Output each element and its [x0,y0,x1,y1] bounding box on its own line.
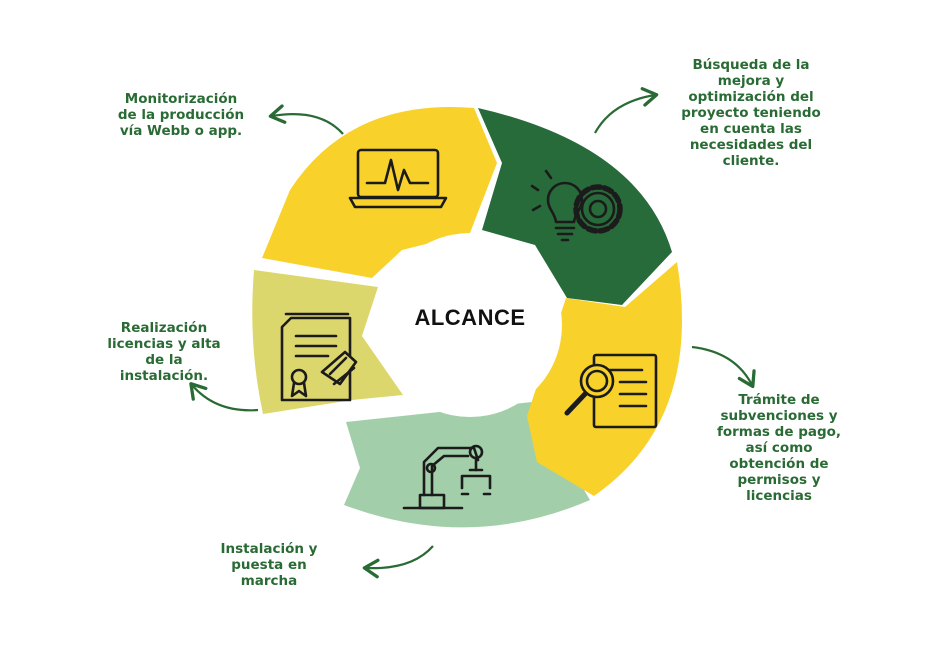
monitor-heartbeat-icon [348,148,448,209]
segment-licensing [252,270,403,414]
arrow-to-installation [362,545,434,579]
center-circle [378,233,562,417]
arrow-to-improvement [594,87,659,134]
arrow-to-monitoring [268,104,344,135]
stage-label-monitoring: Monitorización de la producción vía Webb… [117,91,245,139]
arrow-to-subsidies [691,345,756,389]
certificate-document-icon [280,312,358,402]
segment-monitoring [262,107,497,278]
center-title: ALCANCE [414,305,526,330]
lightbulb-gear-icon [530,169,623,242]
stage-label-improvement: Búsqueda de la mejora y optimización del… [681,57,821,169]
stage-label-installation: Instalación y puesta en marcha [220,541,318,589]
magnifier-document-icon [564,353,658,429]
stage-label-licensing: Realización licencias y alta de la insta… [107,320,221,384]
stage-label-subsidies: Trámite de subvenciones y formas de pago… [716,392,842,504]
robotic-arm-icon [402,444,492,510]
arrow-to-licensing [189,382,259,412]
segment-installation [344,402,590,528]
